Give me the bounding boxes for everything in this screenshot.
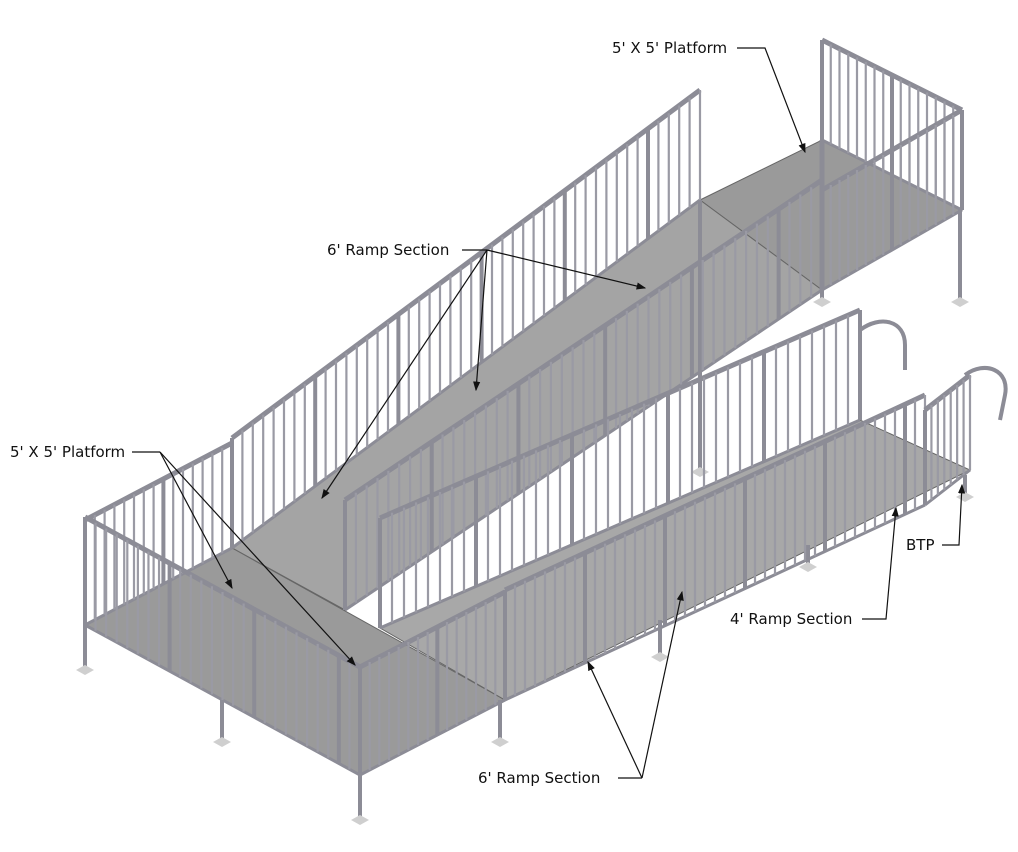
leader-line bbox=[587, 660, 643, 779]
foot-plate bbox=[799, 562, 817, 572]
foot-plate bbox=[213, 737, 231, 747]
upper-ramp-outer-rail-top-rail bbox=[230, 87, 702, 441]
leader-line bbox=[159, 451, 356, 666]
left-platform-side-rail-top-rail bbox=[358, 589, 507, 670]
foot-plate bbox=[956, 492, 974, 502]
callout-btp: BTP bbox=[906, 483, 966, 554]
leader-line bbox=[862, 506, 899, 620]
foot-plate bbox=[813, 297, 831, 307]
leader-line bbox=[942, 483, 966, 546]
foot-plate bbox=[951, 297, 969, 307]
leader-line bbox=[641, 590, 684, 779]
label-top-platform: 5' X 5' Platform bbox=[612, 39, 727, 57]
foot-plate bbox=[351, 815, 369, 825]
left-platform-back-rail-top-rail bbox=[83, 440, 234, 523]
callout-lower-ramp-sections: 6' Ramp Section bbox=[478, 590, 684, 787]
callout-top-platform: 5' X 5' Platform bbox=[612, 39, 806, 154]
left-platform-side-rail-bottom-rail bbox=[359, 698, 506, 777]
ramp-structure bbox=[76, 37, 1008, 825]
handrail-return bbox=[858, 319, 907, 370]
label-left-platform: 5' X 5' Platform bbox=[10, 443, 125, 461]
callout-upper-ramp-sections: 6' Ramp Section bbox=[321, 241, 647, 499]
label-four-ft-ramp: 4' Ramp Section bbox=[730, 610, 852, 628]
foot-plate bbox=[491, 737, 509, 747]
label-btp: BTP bbox=[906, 536, 935, 554]
upper-ramp-outer-rail-bottom-rail bbox=[231, 198, 701, 550]
handrail-return bbox=[963, 365, 1008, 421]
foot-plate bbox=[76, 665, 94, 675]
callout-left-platform: 5' X 5' Platform bbox=[10, 443, 356, 666]
leader-line bbox=[486, 249, 647, 290]
callout-four-ft-ramp: 4' Ramp Section bbox=[730, 506, 899, 628]
foot-plate bbox=[691, 467, 709, 477]
label-upper-ramp-sections: 6' Ramp Section bbox=[327, 241, 449, 259]
leader-line bbox=[321, 249, 488, 499]
label-lower-ramp-sections: 6' Ramp Section bbox=[478, 769, 600, 787]
leader-line bbox=[473, 249, 488, 392]
leader-line bbox=[737, 47, 806, 154]
foot-plate bbox=[651, 652, 669, 662]
leader-line bbox=[159, 451, 233, 590]
